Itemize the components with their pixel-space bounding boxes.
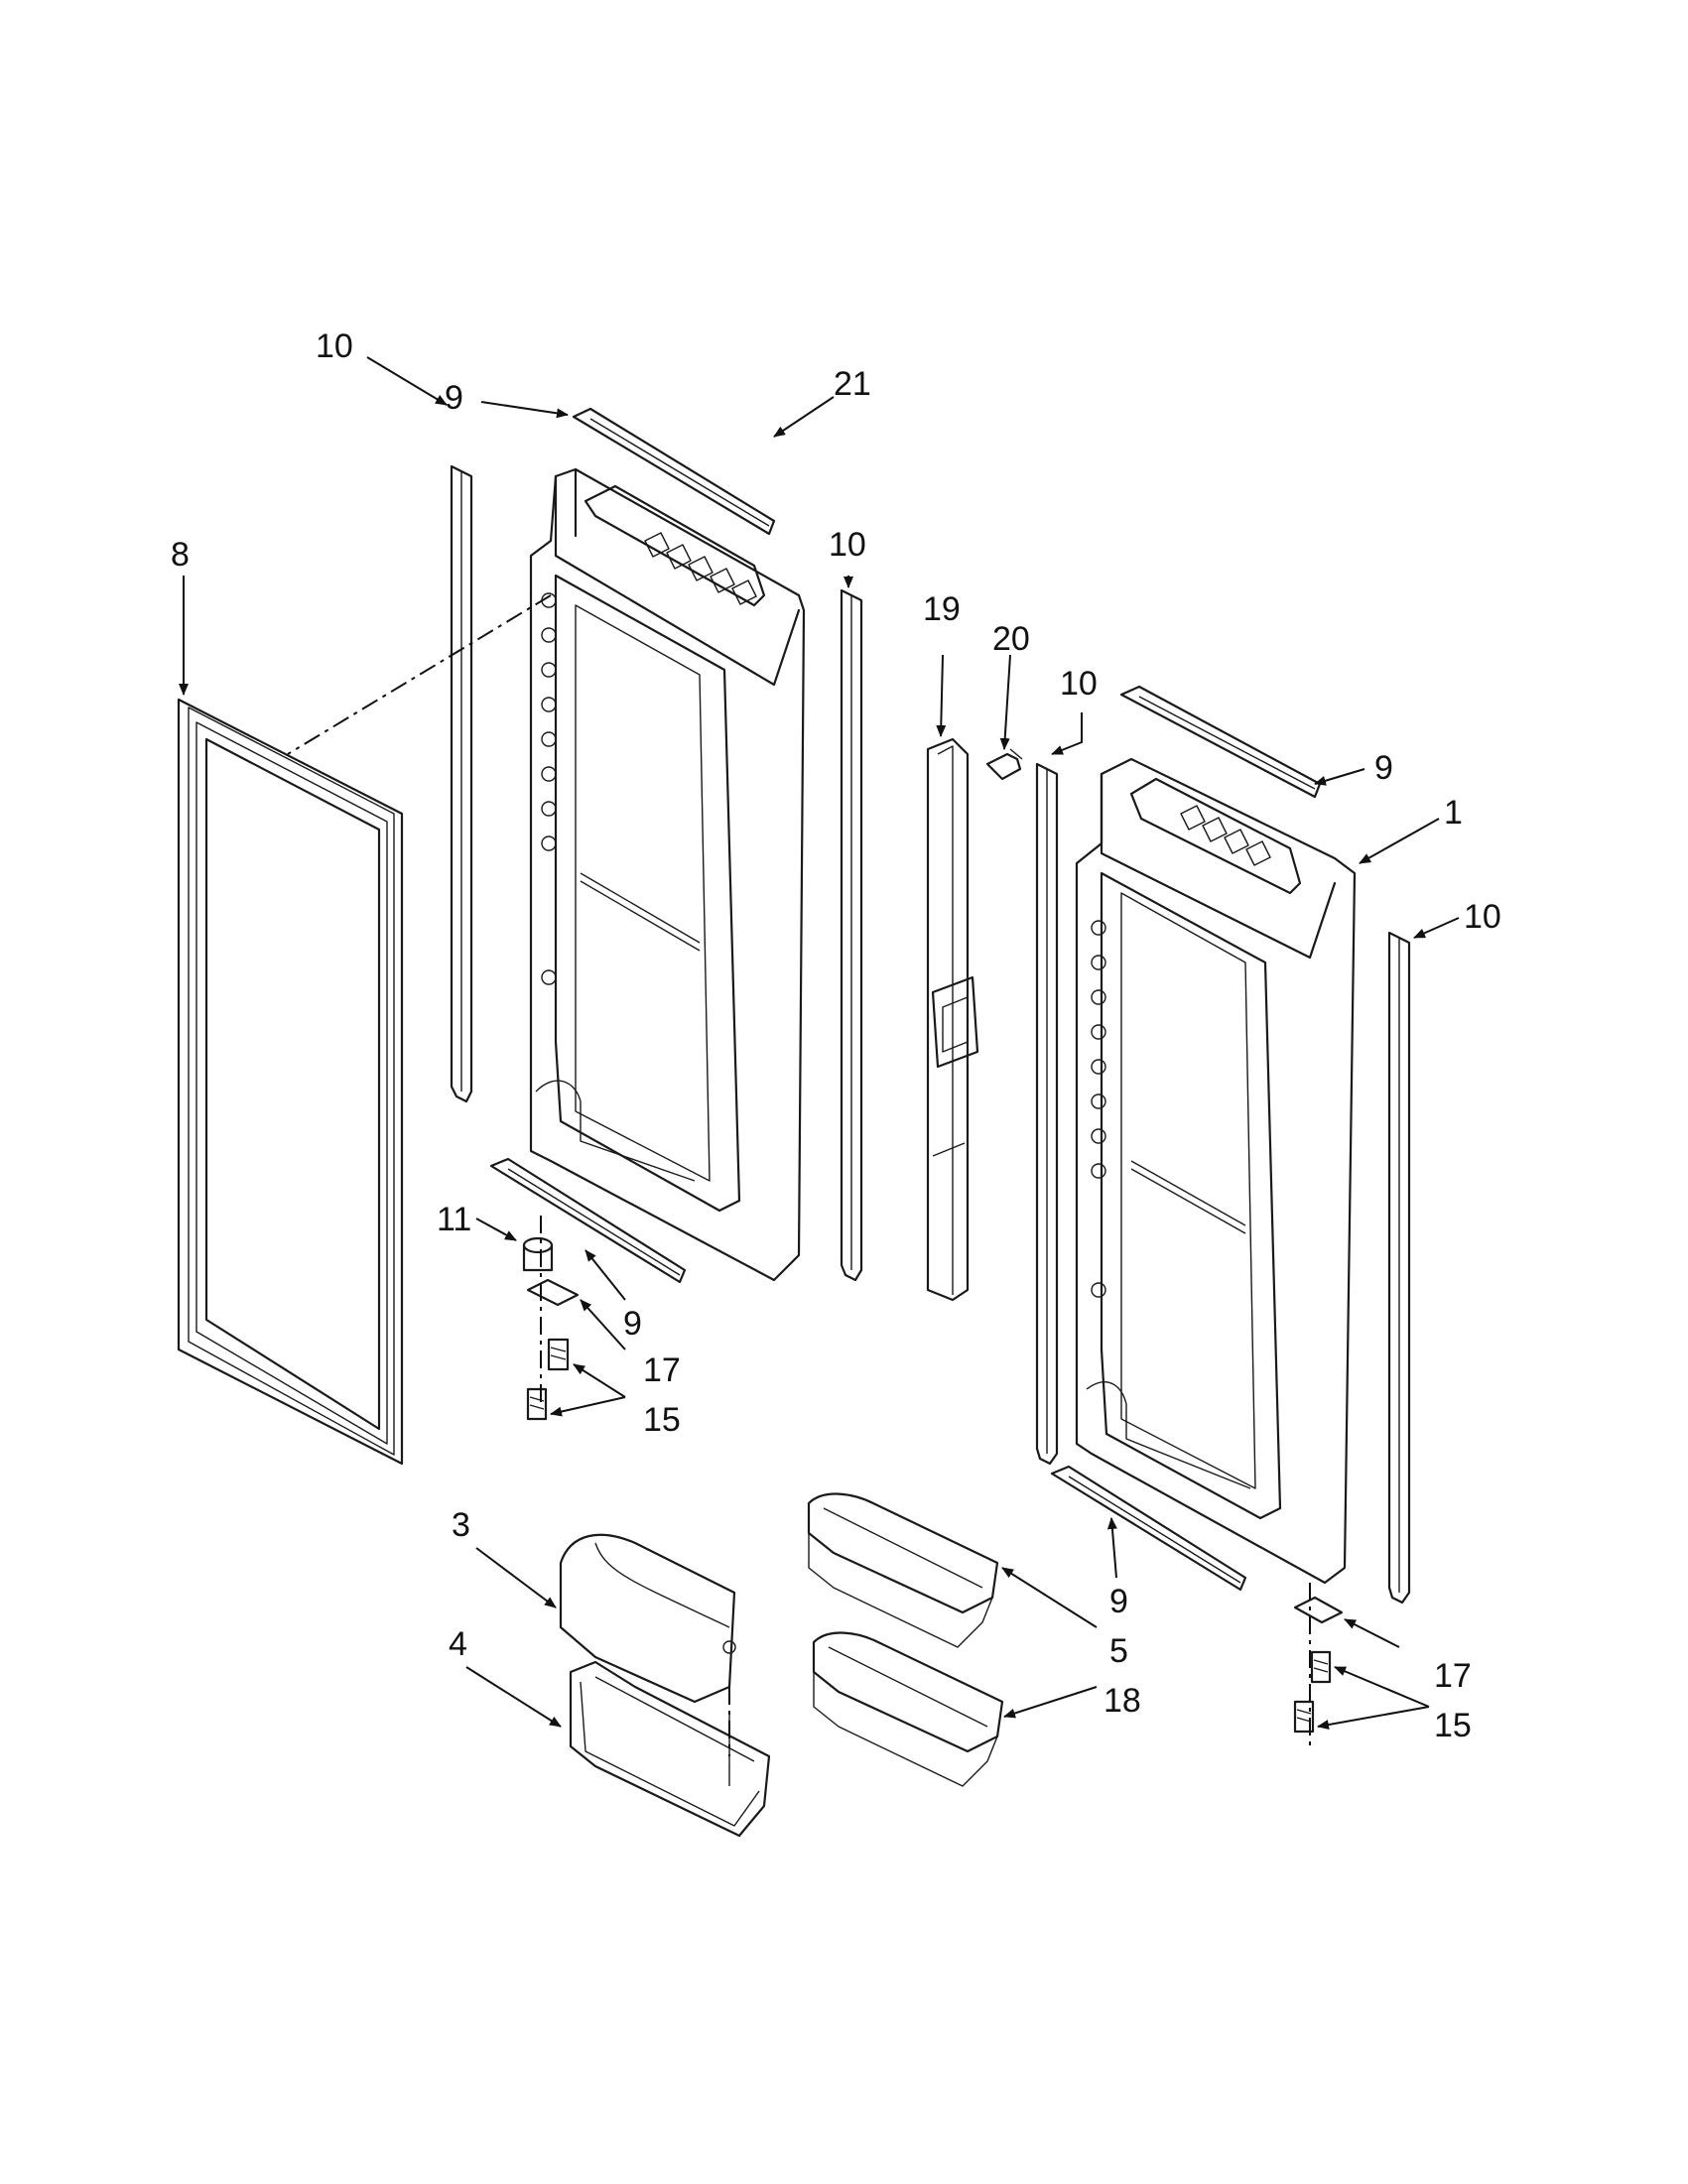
callout-10-center: 10 (829, 526, 866, 564)
door-gasket-part (177, 698, 404, 1466)
callout-10-left: 10 (316, 327, 353, 365)
door-bin-upper-part (807, 1492, 999, 1648)
callout-8: 8 (171, 536, 190, 574)
callout-9-mid-left: 9 (623, 1305, 642, 1343)
hinge-screw-right-lower (1293, 1700, 1315, 1734)
callout-15-right: 15 (1434, 1707, 1472, 1744)
callout-5: 5 (1109, 1632, 1128, 1670)
hinge-screw-right-upper (1310, 1650, 1332, 1684)
callout-10-right-inner: 10 (1060, 665, 1098, 703)
callout-18: 18 (1104, 1682, 1141, 1720)
mullion-screw-part (985, 748, 1023, 781)
bottom-end-cap-right (1050, 1465, 1247, 1592)
side-trim-strip-right-outer (1387, 931, 1411, 1605)
hinged-mullion-part (926, 737, 979, 1302)
right-door-liner-part (1075, 757, 1357, 1585)
callout-4: 4 (449, 1625, 467, 1663)
callout-19: 19 (923, 590, 961, 628)
hinge-screw-left-upper (547, 1338, 570, 1371)
callout-9-mid-right: 9 (1109, 1583, 1128, 1620)
side-trim-strip-left (450, 464, 473, 1103)
left-door-liner-part (529, 467, 806, 1282)
bottom-end-cap-left (489, 1157, 687, 1284)
callout-3: 3 (452, 1506, 470, 1544)
alignment-line-gasket (287, 594, 552, 755)
callout-labels: 9 10 21 10 8 19 20 10 9 1 10 11 9 17 15 … (171, 327, 1501, 1744)
callout-10-right-outer: 10 (1464, 898, 1501, 936)
hinge-washer-right-part (1293, 1596, 1344, 1624)
hinge-washer-left-part (526, 1278, 580, 1307)
callout-17-left: 17 (643, 1351, 681, 1389)
hinge-screw-left-lower (526, 1387, 548, 1421)
top-end-cap-left (572, 407, 776, 536)
door-bin-lower-part (812, 1631, 1004, 1787)
callout-21: 21 (834, 365, 871, 403)
callout-9-top-left: 9 (445, 379, 463, 417)
callout-15-left: 15 (643, 1401, 681, 1439)
side-trim-strip-right-inner (1035, 762, 1059, 1466)
dairy-door-cover-part (559, 1533, 736, 1704)
callout-20: 20 (992, 620, 1030, 658)
side-trim-strip-center (840, 588, 863, 1282)
callout-leaders (179, 356, 1460, 1730)
callout-1: 1 (1444, 794, 1463, 832)
hinge-pin-part (522, 1236, 554, 1272)
callout-17-right: 17 (1434, 1657, 1472, 1695)
callout-9-top-right: 9 (1374, 749, 1393, 787)
callout-11: 11 (437, 1201, 471, 1238)
dairy-bin-part (569, 1660, 771, 1838)
